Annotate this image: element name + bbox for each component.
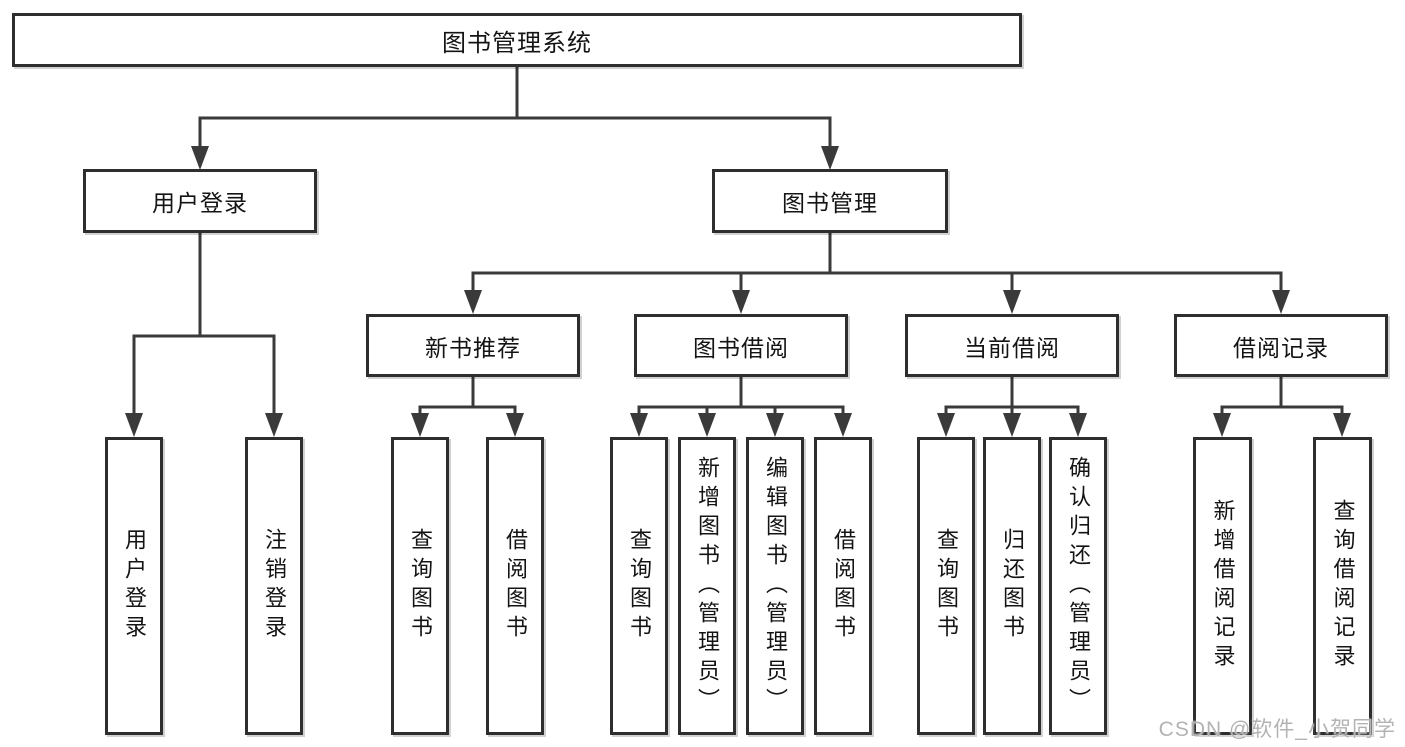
node-book-borrow: 图书借阅 (634, 314, 848, 377)
leaf-current-query-books: 查询图书 (917, 437, 975, 735)
node-label: 图书管理 (782, 190, 878, 216)
leaf-newbook-borrow-books: 借阅图书 (486, 437, 544, 735)
leaf-borrow-add-book-admin: 新增图书（管理员） (678, 437, 736, 735)
arrowhead-icon (834, 413, 852, 437)
connector-line (132, 233, 276, 417)
node-label: 注销登录 (262, 528, 287, 644)
connector-user-login-to-leaves (125, 233, 283, 437)
connector-line (1220, 377, 1344, 417)
connector-current-borrow-to-leaves (937, 377, 1087, 437)
arrowhead-icon (191, 146, 209, 170)
node-new-book-recommend: 新书推荐 (366, 314, 580, 377)
arrowhead-icon (1069, 413, 1087, 437)
connector-line (198, 67, 832, 150)
node-label: 查询图书 (408, 528, 433, 644)
arrowhead-icon (464, 290, 482, 314)
arrowhead-icon (125, 413, 143, 437)
node-label: 新增借阅记录 (1210, 499, 1236, 673)
connector-borrow-records-to-leaves (1213, 377, 1351, 437)
leaf-records-query-borrow-record: 查询借阅记录 (1313, 437, 1372, 735)
connector-line (418, 377, 517, 417)
arrowhead-icon (937, 413, 955, 437)
arrowhead-icon (411, 413, 429, 437)
node-label: 图书管理系统 (442, 29, 592, 57)
node-label: 借阅记录 (1233, 334, 1329, 361)
leaf-records-add-borrow-record: 新增借阅记录 (1193, 437, 1252, 735)
connector-new-book-recommend-to-leaves (411, 377, 524, 437)
connector-line (471, 233, 1283, 294)
node-label: 用户登录 (122, 528, 147, 644)
node-label: 查询图书 (934, 528, 959, 644)
leaf-user-login: 用户登录 (105, 437, 163, 735)
node-label: 查询图书 (627, 528, 652, 644)
arrowhead-icon (1333, 413, 1351, 437)
leaf-borrow-query-books: 查询图书 (610, 437, 668, 735)
leaf-newbook-query-books: 查询图书 (391, 437, 449, 735)
arrowhead-icon (630, 413, 648, 437)
node-label: 确认归还（管理员） (1066, 455, 1091, 717)
leaf-borrow-edit-book-admin: 编辑图书（管理员） (746, 437, 804, 735)
node-label: 借阅图书 (831, 528, 856, 644)
arrowhead-icon (821, 146, 839, 170)
node-label: 新增图书（管理员） (695, 455, 720, 717)
connector-line (944, 377, 1080, 417)
node-book-management: 图书管理 (712, 169, 948, 233)
node-label: 新书推荐 (425, 334, 521, 361)
leaf-borrow-borrow-books: 借阅图书 (814, 437, 872, 735)
watermark-text: CSDN @软件_小贺同学 (1158, 718, 1396, 741)
node-label: 当前借阅 (964, 334, 1060, 361)
node-label: 查询借阅记录 (1330, 499, 1356, 673)
node-current-borrow: 当前借阅 (905, 314, 1119, 377)
node-user-login: 用户登录 (83, 169, 317, 233)
node-label: 图书借阅 (693, 334, 789, 361)
connector-book-borrow-to-leaves (630, 377, 852, 437)
node-label: 用户登录 (152, 190, 248, 216)
arrowhead-icon (1272, 290, 1290, 314)
node-label: 借阅图书 (503, 528, 528, 644)
leaf-current-confirm-return-admin: 确认归还（管理员） (1049, 437, 1107, 735)
arrowhead-icon (732, 290, 750, 314)
arrowhead-icon (698, 413, 716, 437)
arrowhead-icon (1003, 290, 1021, 314)
arrowhead-icon (1213, 413, 1231, 437)
node-label: 归还图书 (1000, 528, 1025, 644)
node-label: 编辑图书（管理员） (763, 455, 788, 717)
connector-root-to-level2 (191, 67, 839, 170)
arrowhead-icon (766, 413, 784, 437)
leaf-logout: 注销登录 (245, 437, 303, 735)
leaf-current-return-books: 归还图书 (983, 437, 1041, 735)
arrowhead-icon (265, 413, 283, 437)
node-root-library-system: 图书管理系统 (12, 13, 1022, 67)
connector-line (637, 377, 845, 417)
node-borrow-records: 借阅记录 (1174, 314, 1388, 377)
connector-book-management-to-level3 (464, 233, 1290, 314)
arrowhead-icon (1003, 413, 1021, 437)
arrowhead-icon (506, 413, 524, 437)
